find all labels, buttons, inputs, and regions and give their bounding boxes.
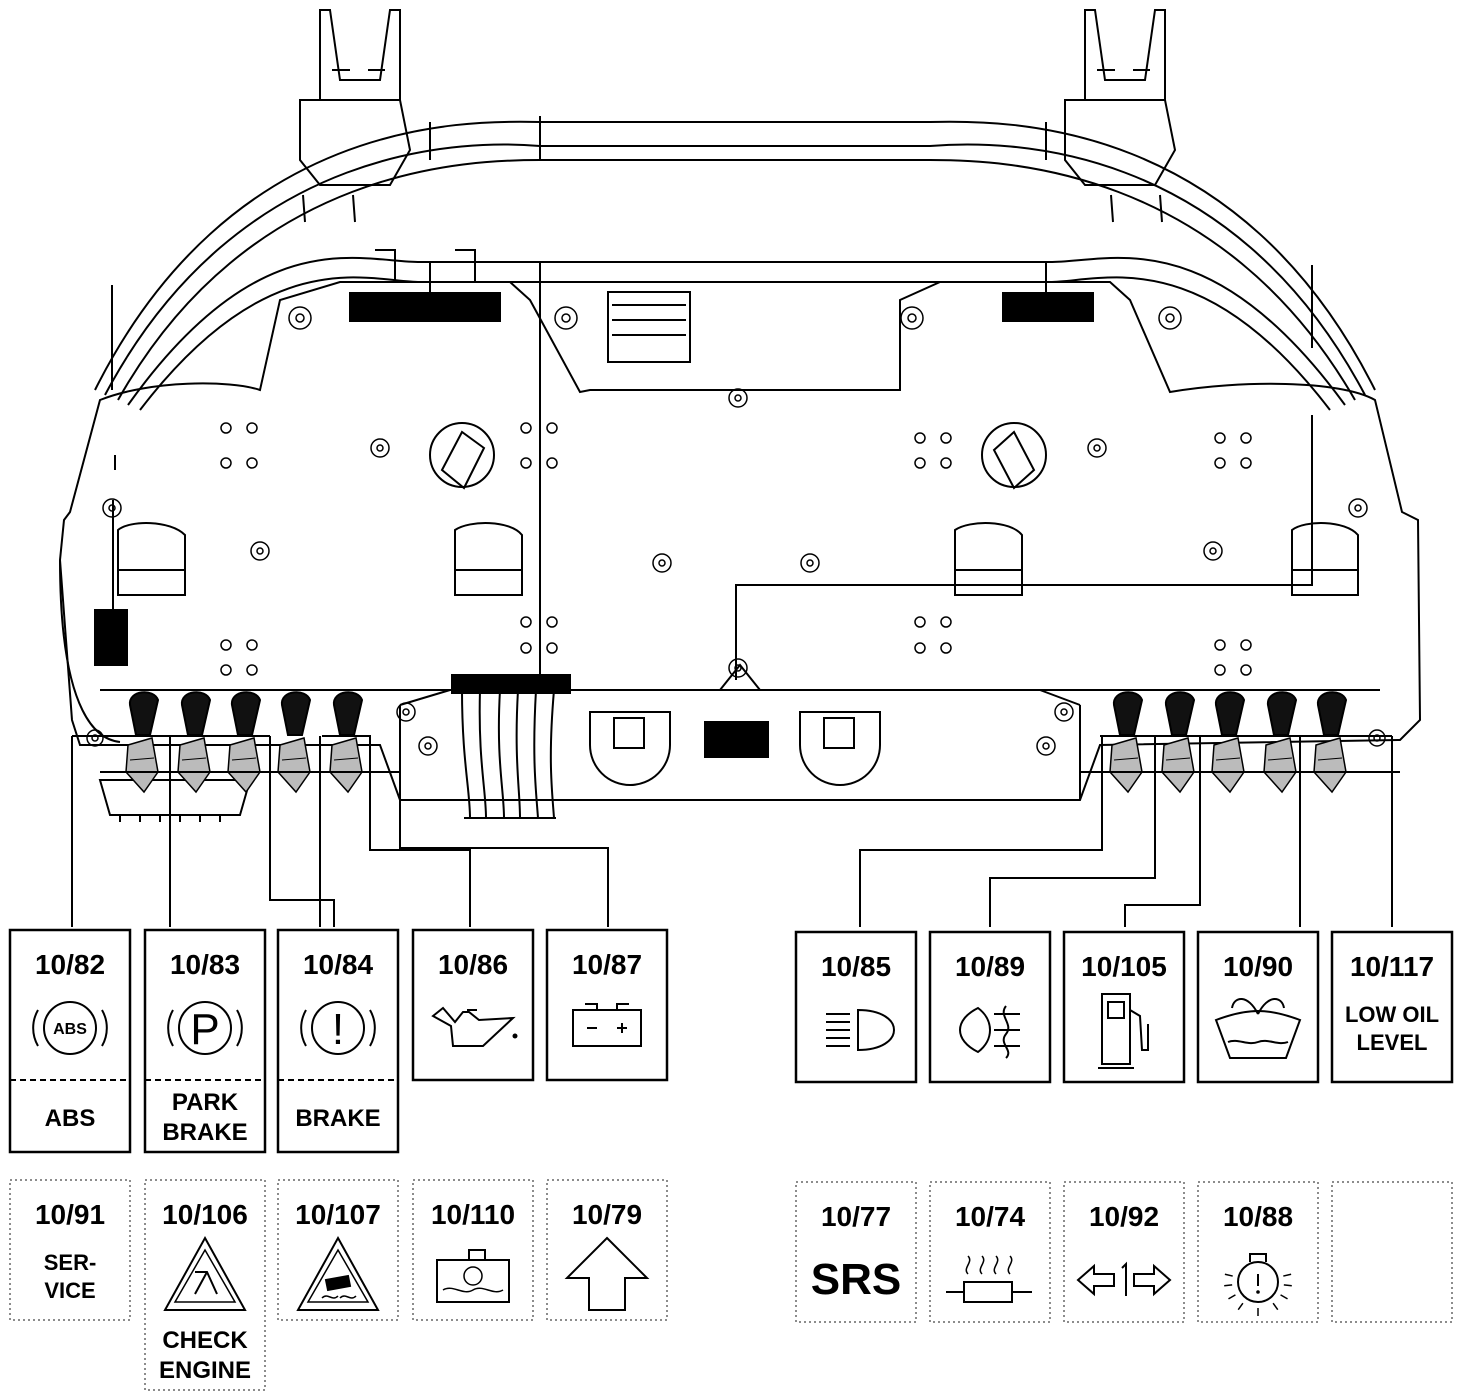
lamp-code: 10/110	[431, 1199, 515, 1230]
lamp-code: 10/79	[572, 1199, 642, 1230]
battery-icon	[572, 1003, 642, 1047]
lamp-code: 10/105	[1081, 951, 1167, 982]
shift-up-arrow-icon	[564, 1236, 650, 1311]
lamp-code: 10/84	[303, 949, 373, 980]
skid-car-triangle-icon	[296, 1235, 380, 1311]
bulb-socket	[1211, 691, 1246, 794]
fuel-pump-icon	[1098, 993, 1149, 1069]
lamp-code: 10/106	[162, 1199, 248, 1230]
cluster-housing	[58, 9, 1422, 822]
headlight-beam-icon	[826, 1008, 895, 1052]
bulb-sockets	[125, 691, 1348, 794]
lamp-code: 10/74	[955, 1201, 1025, 1232]
bulb-socket	[125, 691, 160, 794]
connector-blocks	[94, 292, 1094, 758]
lamp-labels: 10/82ABSABS10/83PPARKBRAKE10/84!BRAKE10/…	[8, 928, 1454, 1391]
lamp-label-box: 10/89	[928, 930, 1052, 1084]
icon-symbol-text: ABS	[53, 1021, 87, 1038]
lamp-label-box: 10/110	[412, 1179, 534, 1321]
lamp-code: 10/83	[170, 949, 240, 980]
lamp-label-box: 10/84! BRAKE	[276, 928, 400, 1154]
check-engine-triangle-icon	[163, 1235, 247, 1311]
lamp-caption: BRAKE	[162, 1119, 247, 1146]
bulb-socket	[1109, 691, 1144, 794]
lamp-text: LEVEL	[1357, 1030, 1428, 1055]
lamp-label-box: 10/92	[1063, 1181, 1185, 1323]
icon-symbol-text: P	[190, 1005, 219, 1054]
lamp-label-box: 10/90	[1196, 930, 1320, 1084]
bulb-socket	[177, 691, 212, 794]
lamp-caption: BRAKE	[295, 1105, 380, 1132]
mounting-holes	[86, 306, 1386, 756]
bulb-socket	[1161, 691, 1196, 794]
lamp-label-box: 10/83P PARK BRAKE	[143, 928, 267, 1154]
glow-plug-heater-icon	[946, 1255, 1032, 1303]
lamp-code: 10/90	[1223, 951, 1293, 982]
lamp-label-box: 10/85	[794, 930, 918, 1084]
lamp-code: 10/89	[955, 951, 1025, 982]
lamp-caption: PARK	[172, 1089, 239, 1116]
lamp-code: 10/92	[1089, 1201, 1159, 1232]
lamp-label-box: 10/86	[411, 928, 535, 1082]
lamp-text: SRS	[811, 1255, 901, 1304]
leader-lines	[71, 262, 1400, 927]
lamp-text: SER-	[44, 1250, 97, 1275]
brake-warning-icon: !	[300, 1001, 376, 1055]
lamp-code: 10/117	[1350, 951, 1434, 982]
coolant-level-icon	[436, 1249, 510, 1303]
lamp-label-box: 10/79	[546, 1179, 668, 1321]
icon-symbol-text: !	[332, 1005, 344, 1054]
lamp-code: 10/86	[438, 949, 508, 980]
fog-light-icon	[959, 1005, 1020, 1059]
lamp-code: 10/88	[1223, 1201, 1293, 1232]
lamp-code: 10/107	[295, 1199, 381, 1230]
bulb-socket	[227, 691, 262, 794]
lamp-code: 10/91	[35, 1199, 105, 1230]
bulb-socket	[329, 691, 364, 794]
abs-warning-icon: ABS	[32, 1001, 108, 1055]
bulb-socket	[277, 691, 312, 794]
lamp-label-box: 10/87	[545, 928, 669, 1082]
lamp-code: 10/85	[821, 951, 891, 982]
lamp-caption: ABS	[45, 1105, 96, 1132]
lamp-label-box: 10/88	[1197, 1181, 1319, 1323]
lamp-text: VICE	[44, 1278, 95, 1303]
lamp-caption: CHECK	[162, 1327, 248, 1354]
lamp-code: 10/87	[572, 949, 642, 980]
lamp-code: 10/77	[821, 1201, 891, 1232]
lamp-label-box: 10/105	[1062, 930, 1186, 1084]
lamp-label-box: 10/74	[929, 1181, 1051, 1323]
lamp-label-box: 10/107	[277, 1179, 399, 1321]
bulb-socket	[1313, 691, 1348, 794]
washer-fluid-icon	[1214, 998, 1302, 1059]
oil-can-icon	[431, 1006, 518, 1047]
lamp-label-box	[1331, 1181, 1453, 1323]
lamp-caption: ENGINE	[159, 1357, 251, 1384]
bulb-socket	[1263, 691, 1298, 794]
bulb-failure-icon	[1224, 1253, 1292, 1316]
turn-signal-arrows-icon	[1076, 1261, 1172, 1297]
lamp-code: 10/82	[35, 949, 105, 980]
parking-brake-icon: P	[167, 1001, 243, 1055]
lamp-text: LOW OIL	[1345, 1002, 1439, 1027]
